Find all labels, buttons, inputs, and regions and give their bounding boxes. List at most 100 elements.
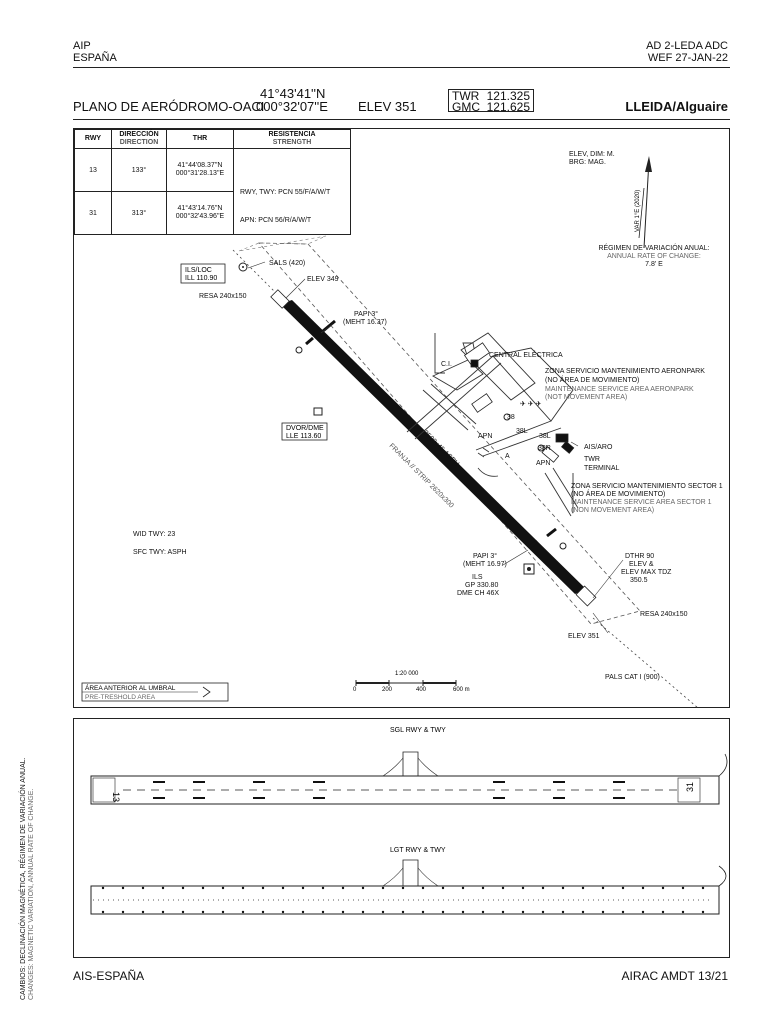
papi-31-meht-label: (MEHT 16.97) bbox=[463, 561, 507, 568]
strength-apn: APN: PCN 56/R/A/W/T bbox=[240, 217, 312, 224]
edge-light bbox=[341, 910, 345, 914]
ils-label: ILS bbox=[472, 574, 483, 581]
pre-threshold-en: PRE-TRESHOLD AREA bbox=[85, 694, 156, 701]
stand-38l-label: 38L bbox=[516, 428, 528, 435]
sgl-runway bbox=[90, 751, 728, 805]
aerodrome-chart-frame bbox=[73, 128, 730, 708]
edge-light bbox=[501, 886, 505, 890]
edge-light bbox=[161, 910, 165, 914]
ils-gp-icon bbox=[523, 563, 535, 575]
edge-light bbox=[361, 910, 365, 914]
zona2-es-label: ZONA SERVICIO MANTENIMIENTO SECTOR 1 bbox=[571, 483, 723, 490]
edge-light bbox=[601, 910, 605, 914]
pals-label: PALS CAT I (900) bbox=[605, 674, 660, 681]
twr-label: TWR bbox=[584, 456, 600, 463]
lighting-diagram: SGL RWY & TWY LGT RWY & TWY 13 31 bbox=[90, 727, 728, 915]
sals-label: SALS (420) bbox=[269, 260, 305, 267]
edge-light bbox=[681, 910, 685, 914]
edge-light bbox=[341, 886, 345, 890]
edge-light bbox=[581, 886, 585, 890]
ci-label: C.I. bbox=[441, 361, 452, 368]
airport-name: LLEIDA/Alguaire bbox=[625, 99, 728, 114]
resa-31-label: RESA 240x150 bbox=[640, 611, 688, 618]
approach-centerline-13 bbox=[232, 249, 284, 301]
edge-light bbox=[421, 886, 425, 890]
edge-light bbox=[521, 886, 525, 890]
variation-en: ANNUAL RATE OF CHANGE: bbox=[607, 253, 701, 260]
aip-label: AIP bbox=[73, 40, 91, 52]
changes-en: CHANGES: MAGNETIC VARIATION, ANNUAL RATE… bbox=[28, 788, 35, 1000]
twy-width-note: WID TWY: 23 bbox=[133, 531, 175, 538]
changes-es: CAMBIOS: DECLINACIÓN MAGNÉTICA, RÉGIMEN … bbox=[20, 757, 27, 1000]
rwy13-threshold-box bbox=[270, 289, 290, 309]
edge-light bbox=[681, 886, 685, 890]
sign-icon bbox=[559, 542, 567, 550]
approach-lights-31 bbox=[592, 617, 699, 708]
twy-a-label: A bbox=[505, 453, 510, 460]
variation-es: RÉGIMEN DE VARIACIÓN ANUAL: bbox=[598, 245, 710, 252]
edge-light bbox=[241, 910, 245, 914]
header-right: AD 2-LEDA ADC WEF 27-JAN-22 bbox=[646, 40, 728, 64]
ils-loc-freq: ILL 110.90 bbox=[185, 275, 217, 282]
sgl-markings bbox=[153, 781, 625, 799]
thr-lon: 000°32'43.96''E bbox=[175, 213, 225, 220]
edge-light bbox=[581, 910, 585, 914]
edge-light bbox=[201, 886, 205, 890]
thr-lat: 41°44'08.37''N bbox=[177, 162, 223, 169]
runway-13-31 bbox=[280, 300, 587, 594]
maintenance-buildings bbox=[463, 342, 575, 463]
freq-name: GMC bbox=[452, 100, 480, 114]
apn-right-label: APN bbox=[536, 460, 550, 467]
arp-coordinates: 41°43'41''N 000°32'07''E bbox=[256, 87, 328, 113]
chevron-icon bbox=[202, 686, 211, 698]
rwy31-threshold-box bbox=[575, 585, 597, 607]
stand-38-label: 38 bbox=[507, 414, 515, 421]
pre-threshold-es: ÁREA ANTERIOR AL UMBRAL bbox=[85, 683, 176, 692]
edge-light bbox=[261, 886, 265, 890]
scale-tick: 400 bbox=[416, 687, 427, 693]
edge-light bbox=[661, 886, 665, 890]
direction-en: DIRECTION bbox=[119, 139, 159, 146]
edge-light bbox=[561, 910, 565, 914]
footer-left: AIS-ESPAÑA bbox=[73, 969, 145, 983]
edge-light bbox=[521, 910, 525, 914]
edge-light bbox=[361, 886, 365, 890]
edge-light bbox=[381, 886, 385, 890]
apron-marker bbox=[477, 447, 490, 458]
apron-arrow bbox=[477, 467, 499, 477]
edge-light bbox=[461, 910, 465, 914]
dvor-label: DVOR/DME bbox=[286, 425, 324, 432]
direction-es: DIRECCIÓN bbox=[119, 131, 159, 138]
edge-light bbox=[161, 886, 165, 890]
lgt-title: LGT RWY & TWY bbox=[390, 847, 446, 854]
edge-light bbox=[401, 910, 405, 914]
edge-light bbox=[121, 910, 125, 914]
apn-left-label: APN bbox=[478, 433, 492, 440]
edge-light bbox=[401, 886, 405, 890]
arp-lon: 000°32'07''E bbox=[256, 99, 328, 114]
edge-light bbox=[181, 886, 185, 890]
papi-lights bbox=[305, 319, 557, 550]
resa-13-label: RESA 240x150 bbox=[199, 293, 247, 300]
variation-note: RÉGIMEN DE VARIACIÓN ANUAL: ANNUAL RATE … bbox=[594, 245, 714, 269]
ils-dme-label: DME CH 46X bbox=[457, 590, 499, 597]
bearing-note: BRG: MAG. bbox=[569, 159, 606, 166]
elev-max-label: ELEV MAX TDZ bbox=[621, 569, 672, 576]
elev-349-label: ELEV 349 bbox=[307, 276, 339, 283]
scale-tick: 0 bbox=[353, 687, 357, 693]
runway-edge-lights bbox=[101, 886, 705, 914]
zona2-en-label: MAINTENANCE SERVICE AREA SECTOR 1 bbox=[571, 499, 712, 506]
scale-bar: 1:20 000 0 200 400 600 m bbox=[353, 671, 470, 693]
edge-light bbox=[541, 910, 545, 914]
edge-light bbox=[301, 910, 305, 914]
rwy-number: 13 bbox=[74, 148, 112, 192]
zona2-en2-label: (NON MOVEMENT AREA) bbox=[571, 507, 654, 514]
edge-light bbox=[201, 910, 205, 914]
elev-351-label: ELEV 351 bbox=[568, 633, 600, 640]
taxiway-network bbox=[406, 332, 579, 517]
edge-light bbox=[481, 886, 485, 890]
